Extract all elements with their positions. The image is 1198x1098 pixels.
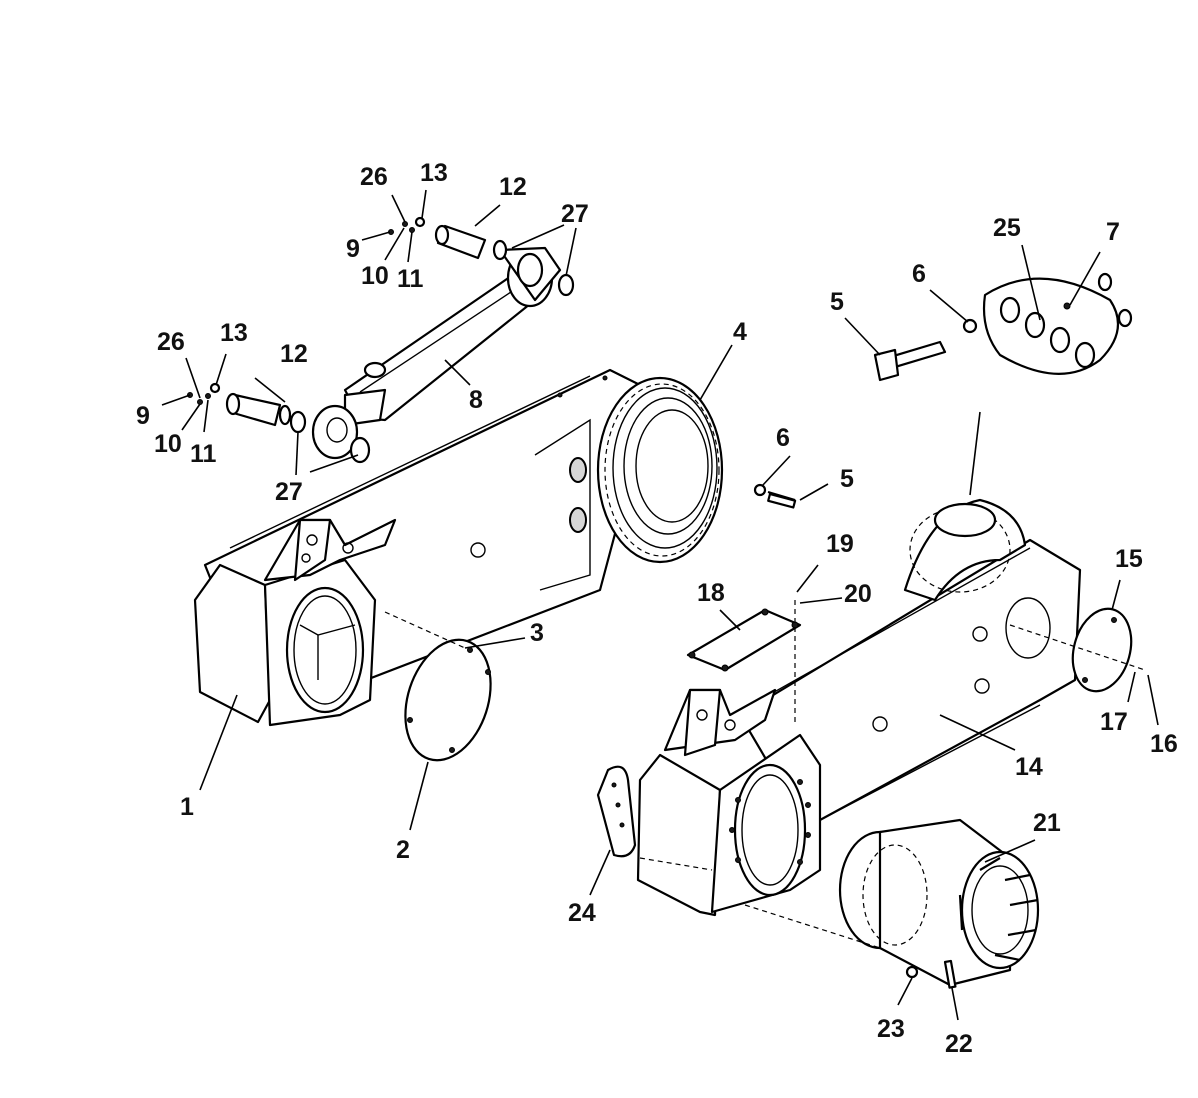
bolt-5-left bbox=[753, 483, 797, 509]
callout-21: 21 bbox=[1033, 809, 1061, 837]
callout-16: 16 bbox=[1150, 730, 1178, 758]
callout-6-ring: 6 bbox=[776, 424, 790, 452]
callout-labels: 1 2 3 4 5 5 6 6 7 8 9 9 10 10 11 11 12 1… bbox=[136, 159, 1178, 1058]
callout-11-upper: 11 bbox=[397, 265, 424, 293]
callout-27-upper: 27 bbox=[561, 200, 589, 228]
leader-lines bbox=[161, 189, 1159, 1021]
bracket-24 bbox=[596, 765, 637, 858]
callout-7: 7 bbox=[1106, 218, 1120, 246]
callout-2: 2 bbox=[396, 836, 410, 864]
callout-13-upper: 13 bbox=[420, 159, 448, 187]
callout-25: 25 bbox=[993, 214, 1021, 242]
callout-12-lower: 12 bbox=[280, 340, 308, 368]
callout-24: 24 bbox=[568, 899, 596, 927]
callout-18: 18 bbox=[697, 579, 725, 607]
arm-left bbox=[193, 368, 724, 727]
callout-20: 20 bbox=[844, 580, 872, 608]
callout-9-lower: 9 bbox=[136, 402, 150, 430]
callout-22: 22 bbox=[945, 1030, 973, 1058]
final-drive-21 bbox=[838, 818, 1040, 989]
callout-15: 15 bbox=[1115, 545, 1143, 573]
cover-plate-2 bbox=[404, 638, 492, 762]
callout-14: 14 bbox=[1015, 753, 1043, 781]
callout-4: 4 bbox=[733, 318, 747, 346]
hub-detail bbox=[873, 272, 1133, 382]
callout-1: 1 bbox=[180, 793, 194, 821]
callout-5-hub: 5 bbox=[830, 288, 844, 316]
callout-17: 17 bbox=[1100, 708, 1128, 736]
callout-26-lower: 26 bbox=[157, 328, 185, 356]
callout-8: 8 bbox=[469, 386, 483, 414]
callout-19: 19 bbox=[826, 530, 854, 558]
callout-3: 3 bbox=[530, 619, 544, 647]
callout-10-lower: 10 bbox=[154, 430, 182, 458]
callout-23: 23 bbox=[877, 1015, 905, 1043]
callout-9-upper: 9 bbox=[346, 235, 360, 263]
hydraulic-cylinder bbox=[187, 216, 575, 464]
callout-10-upper: 10 bbox=[361, 262, 389, 290]
callout-27-lower: 27 bbox=[275, 478, 303, 506]
callout-12-upper: 12 bbox=[499, 173, 527, 201]
access-plate-18 bbox=[686, 608, 802, 672]
callout-11-lower: 11 bbox=[190, 440, 217, 468]
callout-5-ring: 5 bbox=[840, 465, 854, 493]
arm-right bbox=[636, 498, 1082, 917]
callout-6-hub: 6 bbox=[912, 260, 926, 288]
callout-26-upper: 26 bbox=[360, 163, 388, 191]
callout-13-lower: 13 bbox=[220, 319, 248, 347]
